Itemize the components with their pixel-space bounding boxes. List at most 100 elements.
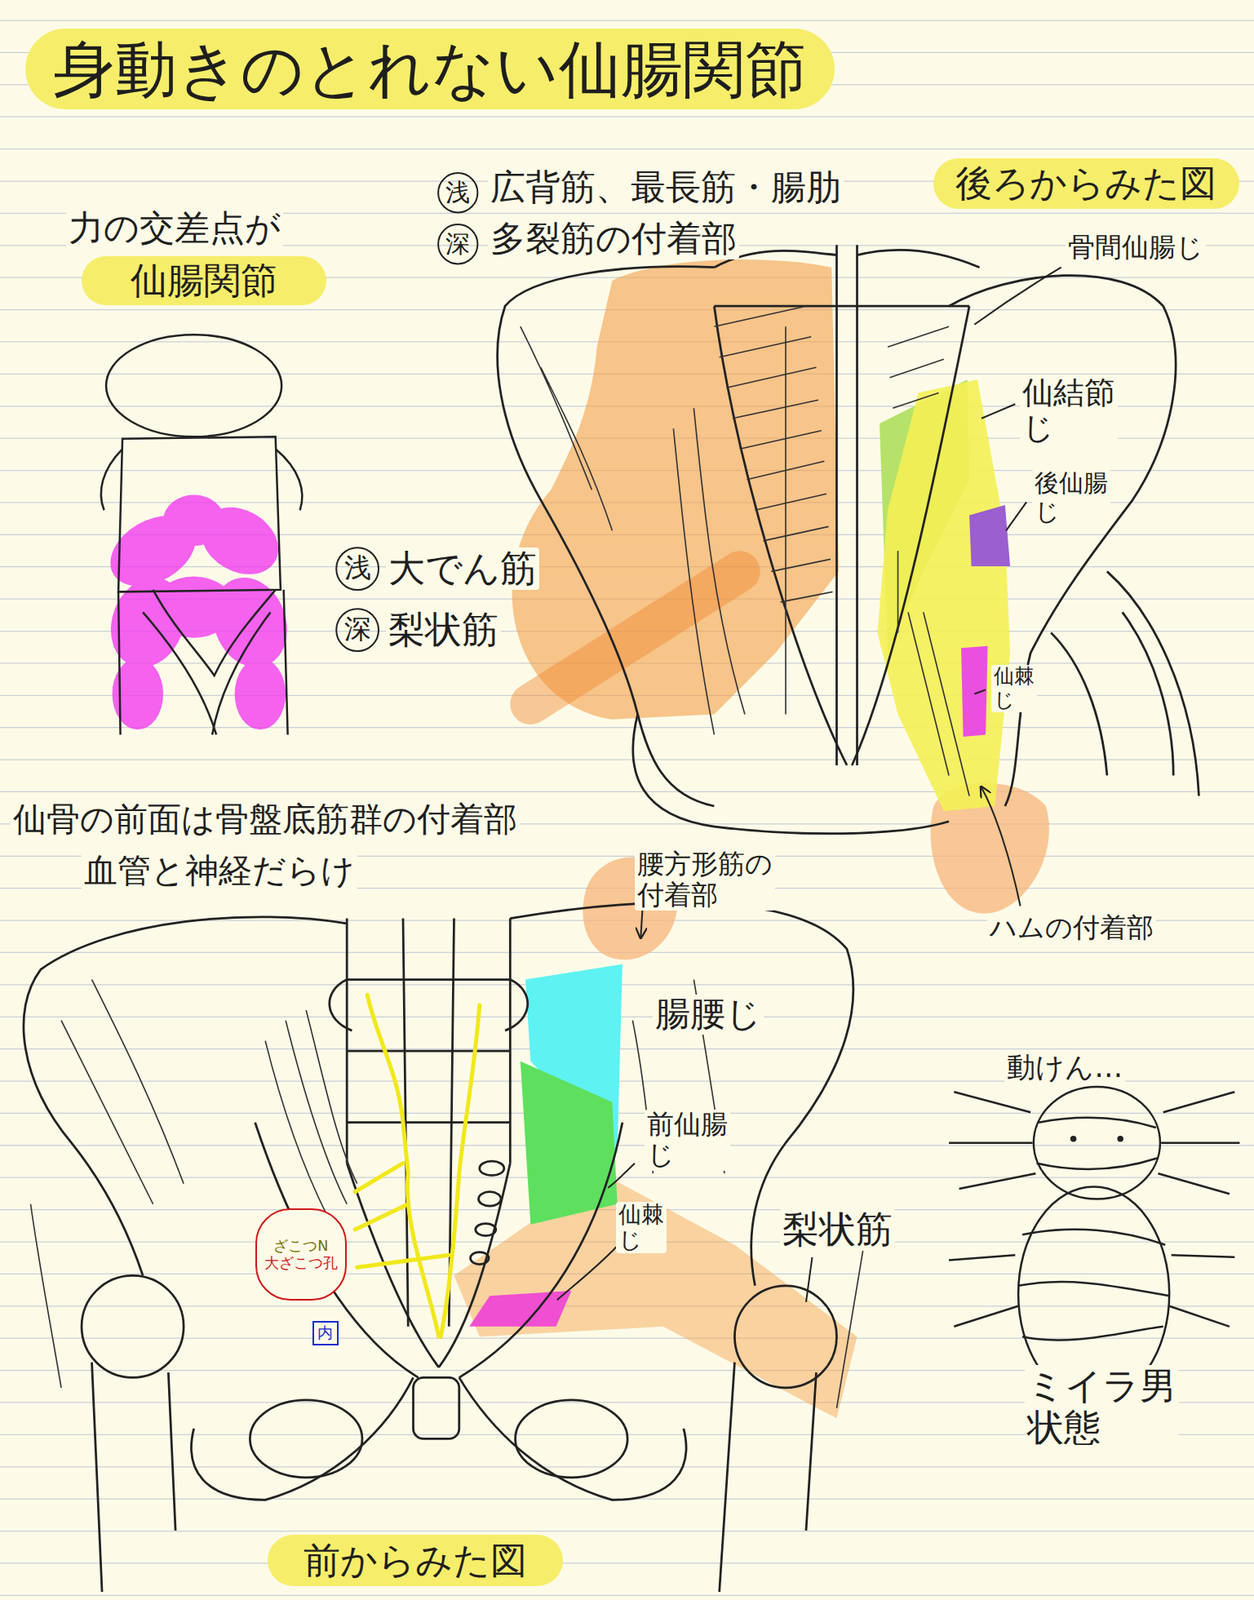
force-blob — [163, 495, 225, 547]
pelvis-front — [734, 1285, 837, 1388]
annotation-label: ミイラ男 状態 — [1024, 1364, 1179, 1450]
force-blob — [234, 658, 287, 731]
node-text: 後ろからみた図 — [955, 162, 1217, 205]
annotation-label: 前仙腸 じ — [644, 1109, 731, 1171]
muscle-marker: 内 — [312, 1320, 340, 1346]
ruled-line — [0, 20, 1254, 1596]
muscle-striation — [31, 1204, 869, 1409]
leader-line — [974, 267, 1061, 325]
ruled-line — [0, 1595, 1254, 1596]
muscle-striation — [31, 979, 869, 1409]
annotation-label: 腸腰じ — [652, 994, 764, 1035]
muscle-region — [512, 259, 839, 720]
highlight-band: 前からみた図 — [267, 1534, 564, 1587]
ruled-line — [0, 1112, 1254, 1114]
muscle-striation — [61, 979, 184, 1205]
muscle-striation — [520, 326, 613, 531]
circled-mark: 浅 — [436, 171, 480, 215]
leader-line — [974, 689, 986, 694]
mummy-figure — [1036, 1117, 1158, 1170]
pelvis-front — [515, 1400, 629, 1478]
ruled-line — [0, 1048, 1254, 1050]
pelvis-back — [948, 275, 1176, 807]
annotation-label: 動けん… — [1004, 1050, 1126, 1084]
ligament-region — [520, 1061, 618, 1225]
nerve — [440, 1005, 480, 1337]
ruled-line — [0, 758, 1254, 760]
ruled-line — [0, 983, 1254, 985]
annotation-label: 骨間仙腸じ — [1065, 232, 1206, 263]
leader-line — [557, 1246, 617, 1300]
node-text: 深 — [445, 230, 470, 259]
pelvis-front — [329, 979, 528, 1032]
pelvis-back — [497, 266, 715, 807]
pelvis-back — [837, 244, 858, 766]
pelvis-front — [475, 1223, 497, 1237]
ruled-line — [0, 791, 1254, 793]
body-figure — [101, 448, 123, 510]
annotation-label: 後仙腸 じ — [1032, 469, 1111, 526]
pelvis-front — [412, 1377, 459, 1439]
muscle-striation — [713, 305, 833, 603]
body-figure — [118, 436, 281, 592]
nerve — [354, 994, 480, 1337]
leader-line — [981, 403, 1015, 419]
pelvis-back — [713, 305, 970, 766]
pelvis-back — [713, 249, 980, 267]
muscle-striation — [887, 326, 949, 408]
annotation-label: ハムの付着部 — [987, 912, 1157, 944]
ligament-region — [877, 379, 1011, 811]
pelvis-front — [403, 918, 455, 1327]
pelvis-front — [255, 1122, 623, 1379]
annotation-label: 腰方形筋の 付着部 — [634, 849, 776, 911]
circled-mark: 深 — [436, 222, 480, 266]
ligament-region — [877, 379, 1011, 811]
pelvis-front — [92, 1362, 817, 1592]
node-text: 大ざこつ孔 — [264, 1254, 338, 1272]
pelvis-front — [81, 1275, 184, 1378]
mummy-figure — [948, 1086, 1240, 1401]
ruled-line — [0, 1466, 1254, 1467]
ruled-line — [0, 1338, 1254, 1339]
node-text: 浅 — [445, 178, 470, 208]
annotation-label: 梨状筋 — [779, 1208, 896, 1251]
circle-outline — [438, 172, 478, 213]
mummy-figure — [1118, 1136, 1123, 1141]
ruled-line — [0, 1016, 1254, 1018]
muscle-region — [512, 259, 1050, 914]
mummy-figure — [1018, 1229, 1170, 1379]
pelvis-front — [346, 979, 510, 1123]
pelvis-front — [470, 1252, 490, 1265]
muscle-striation — [520, 305, 970, 796]
leader-line — [607, 1163, 635, 1188]
pelvis-front — [23, 902, 854, 1592]
ruled-line — [0, 1530, 1254, 1532]
pelvis-front — [479, 1160, 505, 1176]
node-text: ざこつN — [273, 1237, 328, 1254]
ruled-line — [0, 1177, 1254, 1179]
force-blob — [97, 493, 300, 730]
annotation-label: 梨状筋 — [385, 608, 501, 652]
mummy-figure — [948, 1091, 1240, 1327]
circled-mark: 深 — [334, 607, 381, 653]
annotation-label: 仙結節 じ — [1019, 375, 1118, 446]
ligament-region — [961, 646, 989, 737]
ruled-line — [0, 19, 1254, 21]
pelvis-front — [459, 1377, 687, 1500]
highlight-band: 後ろからみた図 — [933, 158, 1240, 210]
annotation-label: 仙骨の前面は骨盤底筋群の付着部 — [10, 800, 520, 839]
body-figure — [142, 611, 271, 735]
annotation-label: 大でん筋 — [385, 547, 540, 590]
annotation-label: 仙棘 じ — [615, 1201, 667, 1254]
nerve — [354, 1163, 449, 1268]
pelvis-front — [249, 1400, 363, 1478]
muscle-striation — [265, 1010, 358, 1215]
body-figure — [101, 334, 303, 735]
pelvis-back — [497, 244, 1200, 834]
nerve — [367, 994, 439, 1337]
muscle-striation — [673, 326, 786, 735]
mummy-figure — [1033, 1086, 1161, 1200]
annotation-label: 力の交差点が — [66, 208, 284, 249]
annotation-label: 仙棘 じ — [991, 664, 1037, 713]
